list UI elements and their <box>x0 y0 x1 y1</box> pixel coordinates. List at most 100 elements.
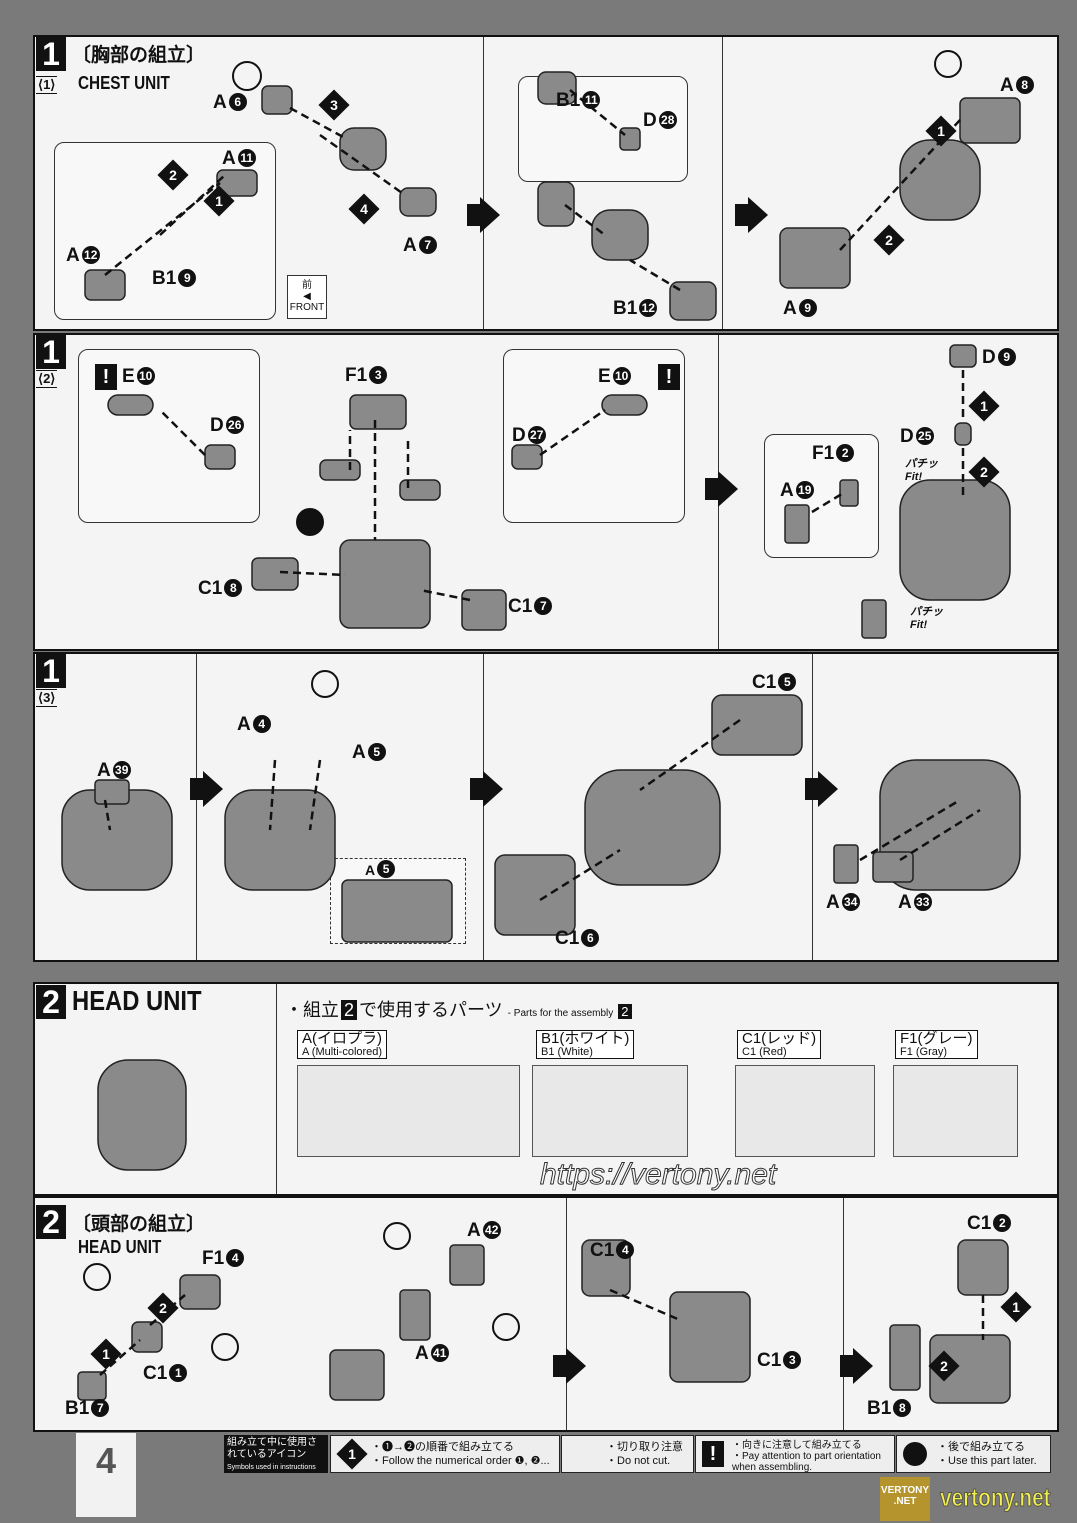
section-title-en: CHEST UNIT <box>78 73 170 93</box>
label-text: 2 <box>159 1300 167 1316</box>
label-text: D <box>900 426 914 447</box>
label-text: 39 <box>112 761 131 779</box>
legend-use-later: ・後で組み立てる・Use this part later. <box>896 1435 1051 1473</box>
step-number: 2 <box>36 985 66 1019</box>
substep-label: ⟨3⟩ <box>36 689 58 707</box>
label-text: 8 <box>1015 76 1034 94</box>
label-text: 1 <box>215 193 223 209</box>
label-text: - Parts for the assembly <box>507 1008 614 1019</box>
runner-b1-diagram <box>532 1065 688 1157</box>
label-text: A <box>415 1343 429 1364</box>
watermark-logo: VERTONY .NET <box>880 1477 930 1521</box>
label-text: C1 <box>757 1350 782 1371</box>
next-step-arrow-icon <box>566 1348 586 1384</box>
next-step-arrow-icon <box>480 197 500 233</box>
label-text: A <box>352 742 366 763</box>
label-text: 11 <box>237 149 256 167</box>
label-text: 8 <box>224 579 243 597</box>
next-step-arrow <box>190 778 204 800</box>
label-text: ・Follow the numerical order ❶, ❷... <box>371 1455 550 1467</box>
label-text: 26 <box>225 416 244 434</box>
label-text: https://vertony.net <box>539 1158 777 1192</box>
label-text: 3 <box>330 97 338 113</box>
section-title-jp: 〔胸部の組立〕 <box>72 45 206 66</box>
label-text: 5 <box>377 860 396 878</box>
label-text: ・❶→❷の順番で組み立てる <box>371 1441 514 1453</box>
label-text: 12 <box>639 299 658 317</box>
runner-a-diagram <box>297 1065 520 1157</box>
step-order-icon: 1 <box>336 1438 368 1470</box>
next-step-arrow <box>553 1355 567 1377</box>
divider <box>483 37 484 329</box>
label-text: ・組立 <box>285 1000 339 1020</box>
label-text: 1 <box>1012 1299 1020 1315</box>
next-step-arrow-icon <box>748 197 768 233</box>
watermark-url: https://vertony.net <box>539 1158 777 1192</box>
detail-inset <box>330 858 466 944</box>
label-text: 2 <box>169 167 177 183</box>
step-order-badge: 2 <box>157 159 189 191</box>
label-text: C1 <box>198 578 223 599</box>
next-step-arrow-icon <box>818 771 838 807</box>
label-text: 7 <box>91 1399 110 1417</box>
label-text: ・後で組み立てる <box>937 1441 1025 1453</box>
label-text: ・向きに注意して組み立てる <box>732 1440 862 1451</box>
next-step-arrow <box>840 1355 854 1377</box>
label-text: B1 <box>613 298 638 319</box>
label-text: 4 <box>95 1440 117 1481</box>
divider <box>566 1198 567 1430</box>
label-text: 2 <box>836 444 855 462</box>
label-text: A <box>222 148 236 169</box>
label-text: 10 <box>612 367 631 385</box>
label-text: ・切り取り注意 <box>606 1441 683 1453</box>
step-order-badge: 1 <box>203 185 235 217</box>
label-text: A <box>1000 75 1014 96</box>
label-text: A(イロプラ) <box>302 1030 382 1047</box>
use-later-icon <box>903 1442 927 1466</box>
step-order-badge: 2 <box>968 456 1000 488</box>
divider <box>196 654 197 960</box>
label-text: Fit! <box>905 471 923 483</box>
label-text: A <box>780 480 794 501</box>
label-text: 4 <box>616 1241 635 1259</box>
legend-do-not-cut: ・切り取り注意・Do not cut. <box>561 1435 694 1473</box>
label-text: 11 <box>582 91 601 109</box>
step-order-badge: 1 <box>1000 1291 1032 1323</box>
label-text: A <box>66 245 80 266</box>
label-text: ・Pay attention to part orientation when … <box>732 1451 881 1473</box>
label-text: C1 <box>752 672 777 693</box>
label-text: D <box>512 425 526 446</box>
label-text: 9 <box>997 348 1016 366</box>
label-text: ・Use this part later. <box>937 1455 1037 1467</box>
step-order-badge: 1 <box>968 390 1000 422</box>
label-text: で使用するパーツ <box>359 1000 503 1020</box>
step-order-badge: 2 <box>147 1292 179 1324</box>
label-text: 27 <box>527 426 546 444</box>
label-text: パチッ <box>910 606 943 618</box>
step-number: 1 <box>36 654 66 688</box>
label-text: A <box>237 714 251 735</box>
label-text: 25 <box>915 427 934 445</box>
label-text: A <box>403 235 417 256</box>
orientation-warning-icon: ! <box>95 364 117 390</box>
label-text: 8 <box>893 1399 912 1417</box>
section-title-jp: 〔頭部の組立〕 <box>72 1214 206 1235</box>
label-text: 2 <box>993 1214 1012 1232</box>
step-number: 1 <box>36 37 66 71</box>
label-text: F1 (Gray) <box>900 1045 948 1058</box>
